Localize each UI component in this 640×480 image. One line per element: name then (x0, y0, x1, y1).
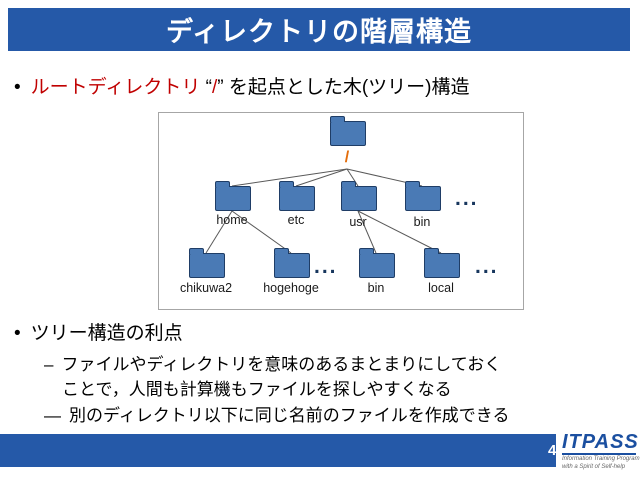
folder-icon-usr-bin (359, 248, 395, 278)
sub-bullet-marker: – (44, 355, 54, 374)
folder-icon-home (215, 181, 251, 211)
tree-label-usr-local: local (428, 281, 454, 295)
logo-tagline-1: Information Training Program (562, 456, 640, 462)
folder-icon-usr (341, 181, 377, 211)
quote-close: ” (217, 77, 224, 98)
folder-icon-hogehoge (274, 248, 310, 278)
sub-bullet-grouping-line1: ファイルやディレクトリを意味のあるまとまりにしておく (61, 355, 502, 374)
sub-bullet-same-name-text: 別のディレクトリ以下に同じ名前のファイルを作成できる (69, 406, 510, 425)
tree-label-usr: usr (349, 215, 367, 229)
folder-icon-root (330, 116, 366, 146)
bullet2-text: ツリー構造の利点 (30, 323, 183, 344)
tree-label-hogehoge: hogehoge (263, 281, 319, 295)
folder-icon-bin (405, 181, 441, 211)
logo-tagline-2: with a Spirit of Self-help (562, 464, 626, 470)
bullet-marker: • (14, 77, 21, 98)
folder-icon-etc (279, 181, 315, 211)
bullet-marker: • (14, 323, 21, 344)
sub-bullet-marker: ― (44, 406, 61, 425)
directory-tree-diagram: / home etc usr bin ... chikuwa2 hogehoge… (158, 112, 524, 310)
bullet1-rest-text: を起点とした木(ツリー)構造 (223, 77, 470, 98)
folder-icon-chikuwa2 (189, 248, 225, 278)
itpass-logo: ITPASS Information Training Program with… (556, 428, 640, 480)
tree-connector-lines (205, 168, 442, 254)
sub-bullet-grouping-line2: ことで，人間も計算機もファイルを探しやすくなる (62, 380, 452, 399)
bullet-root-directory: • ルートディレクトリ “/” を起点とした木(ツリー)構造 (14, 72, 629, 99)
logo-text: ITPASS (562, 431, 639, 455)
bullet1-red-text: ルートディレクトリ (30, 77, 206, 98)
root-slash-inline: / (211, 77, 218, 98)
folder-icon-usr-local (424, 248, 460, 278)
page-title: ディレクトリの階層構造 (165, 17, 473, 47)
sub-bullet-same-name: ― 別のディレクトリ以下に同じ名前のファイルを作成できる (44, 401, 624, 426)
tree-label-usr-bin: bin (367, 281, 385, 295)
ellipsis-home-children: ... (314, 255, 338, 278)
tree-root-label: / (344, 149, 350, 166)
tree-label-home: home (216, 213, 248, 227)
footer-bar (0, 434, 640, 467)
tree-label-bin: bin (413, 215, 431, 229)
ellipsis-usr-children: ... (475, 255, 499, 278)
ellipsis-level1: ... (455, 187, 479, 210)
quote-open: “ (205, 77, 212, 98)
title-bar: ディレクトリの階層構造 (8, 8, 630, 51)
tree-label-etc: etc (287, 213, 305, 227)
page-number: 4 (548, 442, 557, 459)
sub-bullet-grouping: –ファイルやディレクトリを意味のあるまとまりにしておく (44, 350, 624, 375)
tree-label-chikuwa2: chikuwa2 (179, 281, 233, 295)
bullet-tree-benefits: • ツリー構造の利点 (14, 318, 629, 345)
